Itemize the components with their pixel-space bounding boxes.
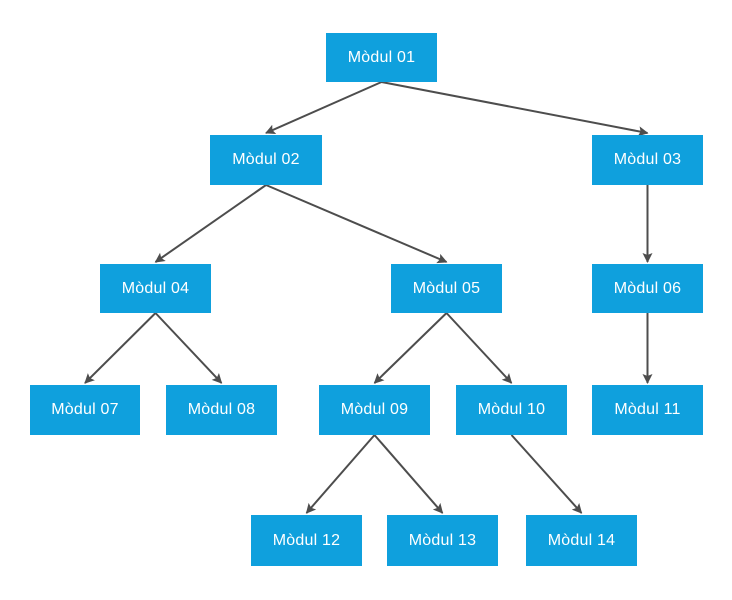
node-label: Mòdul 08: [187, 401, 256, 418]
node-label: Mòdul 01: [347, 48, 416, 66]
edge-m09-m12: [305, 434, 376, 514]
node-m06: Mòdul 06: [592, 264, 703, 313]
node-m13: Mòdul 13: [387, 515, 498, 566]
node-label: Mòdul 13: [408, 531, 477, 549]
node-m09: Mòdul 09: [319, 385, 430, 435]
node-m14: Mòdul 14: [526, 515, 637, 566]
node-m12: Mòdul 12: [251, 515, 362, 566]
edge-m01-m03: [381, 81, 649, 137]
node-m08: Mòdul 08: [166, 385, 277, 435]
node-m05: Mòdul 05: [391, 264, 502, 313]
edge-m09-m13: [373, 434, 444, 514]
node-label: Mòdul 14: [547, 531, 616, 549]
edge-m05-m10: [445, 312, 513, 384]
node-label: Mòdul 07: [51, 401, 119, 418]
node-label: Mòdul 02: [232, 151, 300, 168]
node-label: Mòdul 06: [613, 279, 682, 297]
node-m03: Mòdul 03: [592, 135, 703, 185]
node-label: Mòdul 10: [477, 401, 546, 418]
node-m07: Mòdul 07: [30, 385, 140, 435]
node-m02: Mòdul 02: [210, 135, 322, 185]
node-label: Mòdul 04: [121, 279, 190, 297]
edge-group: [84, 81, 653, 514]
edge-m02-m04: [154, 184, 267, 263]
node-label: Mòdul 09: [340, 401, 409, 418]
edge-m10-m14: [510, 434, 583, 514]
node-label: Mòdul 03: [613, 151, 682, 168]
node-label: Mòdul 12: [272, 531, 341, 549]
edge-m04-m08: [154, 312, 223, 384]
node-m11: Mòdul 11: [592, 385, 703, 435]
edge-m01-m02: [265, 81, 382, 134]
node-m10: Mòdul 10: [456, 385, 567, 435]
edge-m02-m05: [265, 184, 448, 264]
node-label: Mòdul 11: [614, 401, 681, 418]
edge-m05-m09: [373, 312, 448, 384]
node-label: Mòdul 05: [412, 279, 481, 297]
node-m01: Mòdul 01: [326, 33, 437, 82]
edge-m04-m07: [84, 312, 157, 384]
node-m04: Mòdul 04: [100, 264, 211, 313]
